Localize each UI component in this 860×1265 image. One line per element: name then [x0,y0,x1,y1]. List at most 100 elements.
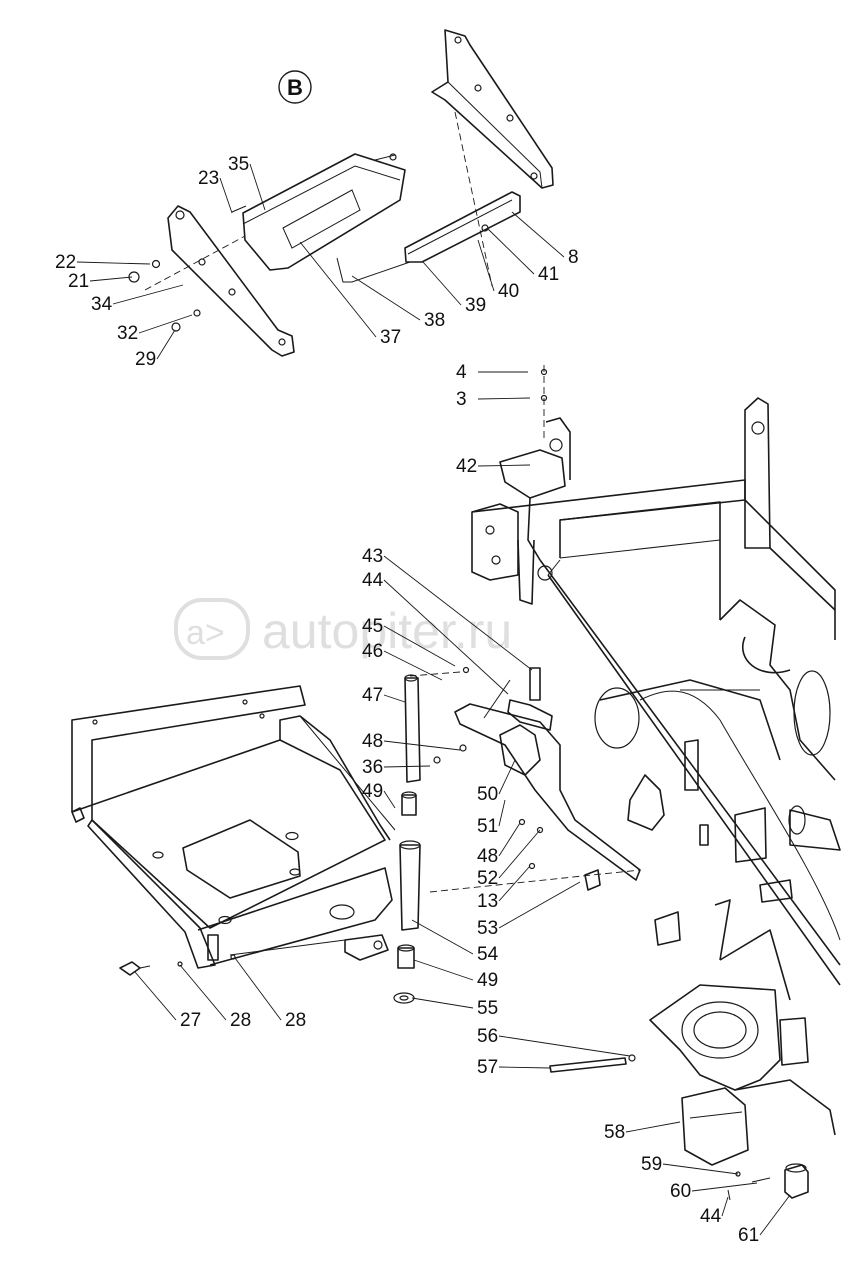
callout-leader-3 [477,397,531,400]
bracket-42 [499,449,566,499]
callout-label-59: 59 [641,1154,662,1175]
main-beam-top [471,479,746,558]
rod [336,257,411,283]
callout-label-27: 27 [180,1010,201,1031]
callout-leader-13 [498,865,531,902]
upper-vertical-bracket [431,29,554,189]
callout-label-36: 36 [362,757,383,778]
callout-leader-34 [112,284,184,305]
callout-leader-44 [721,1196,729,1217]
callout-leader-32 [138,314,193,334]
callout-label-39: 39 [465,295,486,316]
callout-label-47: 47 [362,685,383,706]
callout-leader-28 [234,957,282,1021]
callouts: 3523222134322937383940418434243444546474… [55,154,791,1246]
callout-leader-43 [383,555,533,671]
callout-label-49: 49 [477,970,498,991]
callout-label-58: 58 [604,1122,625,1143]
callout-leader-52 [498,829,541,879]
watermark: a> autopiter.ru [174,598,512,660]
callout-leader-50 [498,759,516,795]
tray-plate [242,153,406,271]
callout-label-50: 50 [477,784,498,805]
callout-leader-49 [413,959,474,981]
callout-leader-58 [625,1121,681,1133]
callout-leader-55 [411,997,474,1009]
callout-leader-51 [498,799,506,827]
callout-label-22: 22 [55,252,76,273]
callout-leader-36 [383,765,431,768]
callout-label-28: 28 [230,1010,251,1031]
callout-label-38: 38 [424,310,445,331]
callout-label-60: 60 [670,1181,691,1202]
lower-housing [649,984,781,1091]
callout-label-3: 3 [456,389,467,410]
callout-label-48: 48 [362,731,383,752]
cable [639,690,841,941]
callout-label-8: 8 [568,247,579,268]
callout-leader-44 [383,579,509,695]
view-b-circle [278,70,312,104]
callout-leader-60 [691,1182,758,1192]
callout-leader-54 [411,919,474,955]
callout-label-44: 44 [700,1206,722,1227]
main-frame [454,365,841,1201]
callout-label-51: 51 [477,816,498,837]
callout-leader-41 [486,227,535,275]
callout-label-44: 44 [362,570,384,591]
callout-label-57: 57 [477,1057,498,1078]
slide-rail [404,191,521,263]
callout-label-48: 48 [477,846,498,867]
platform-assembly [71,666,641,1004]
callout-label-4: 4 [456,362,467,383]
callout-label-52: 52 [477,868,498,889]
callout-leader-59 [662,1163,739,1175]
callout-label-13: 13 [477,891,498,912]
callout-leader-28 [179,964,227,1021]
callout-label-56: 56 [477,1026,498,1047]
view-b-marker: B [278,70,312,104]
callout-leader-37 [299,241,377,338]
callout-label-49: 49 [362,781,383,802]
callout-label-45: 45 [362,616,383,637]
callout-leader-22 [76,261,151,265]
callout-leader-23 [219,177,233,214]
platform-floor [91,739,386,929]
watermark-logo-frame [174,598,250,660]
platform-side-panel [87,819,216,969]
watermark-text: autopiter.ru [262,603,512,659]
callout-label-41: 41 [538,264,559,285]
callout-label-37: 37 [380,327,401,348]
callout-label-53: 53 [477,918,498,939]
platform-back-panel [71,685,306,813]
beam-end-plate [471,503,519,581]
center-web-plate [719,599,836,781]
callout-label-34: 34 [91,294,113,315]
callout-leader-42 [477,464,531,467]
callout-leader-8 [511,211,565,258]
callout-leader-48 [498,822,521,857]
bolt-27 [119,961,141,976]
callout-leader-56 [498,1035,631,1057]
callout-leader-61 [759,1194,791,1236]
callout-leader-40 [477,239,495,292]
callout-label-28: 28 [285,1010,306,1031]
rear-upright-plate [744,397,771,549]
callout-leader-49 [383,790,396,809]
callout-label-43: 43 [362,546,383,567]
callout-leader-48 [383,740,461,751]
bushing-49-upper [401,794,417,816]
callout-leader-29 [156,329,176,360]
view-b-label: B [287,75,303,100]
callout-leader-45 [383,625,456,667]
callout-label-35: 35 [228,154,249,175]
callout-label-21: 21 [68,271,89,292]
tube-54 [399,844,421,931]
callout-label-40: 40 [498,281,519,302]
bushing-49-lower [397,947,415,969]
callout-leader-21 [89,276,133,282]
callout-label-55: 55 [477,998,498,1019]
long-side-rail [539,559,841,966]
callout-leader-57 [498,1066,551,1069]
callout-label-23: 23 [198,168,219,189]
